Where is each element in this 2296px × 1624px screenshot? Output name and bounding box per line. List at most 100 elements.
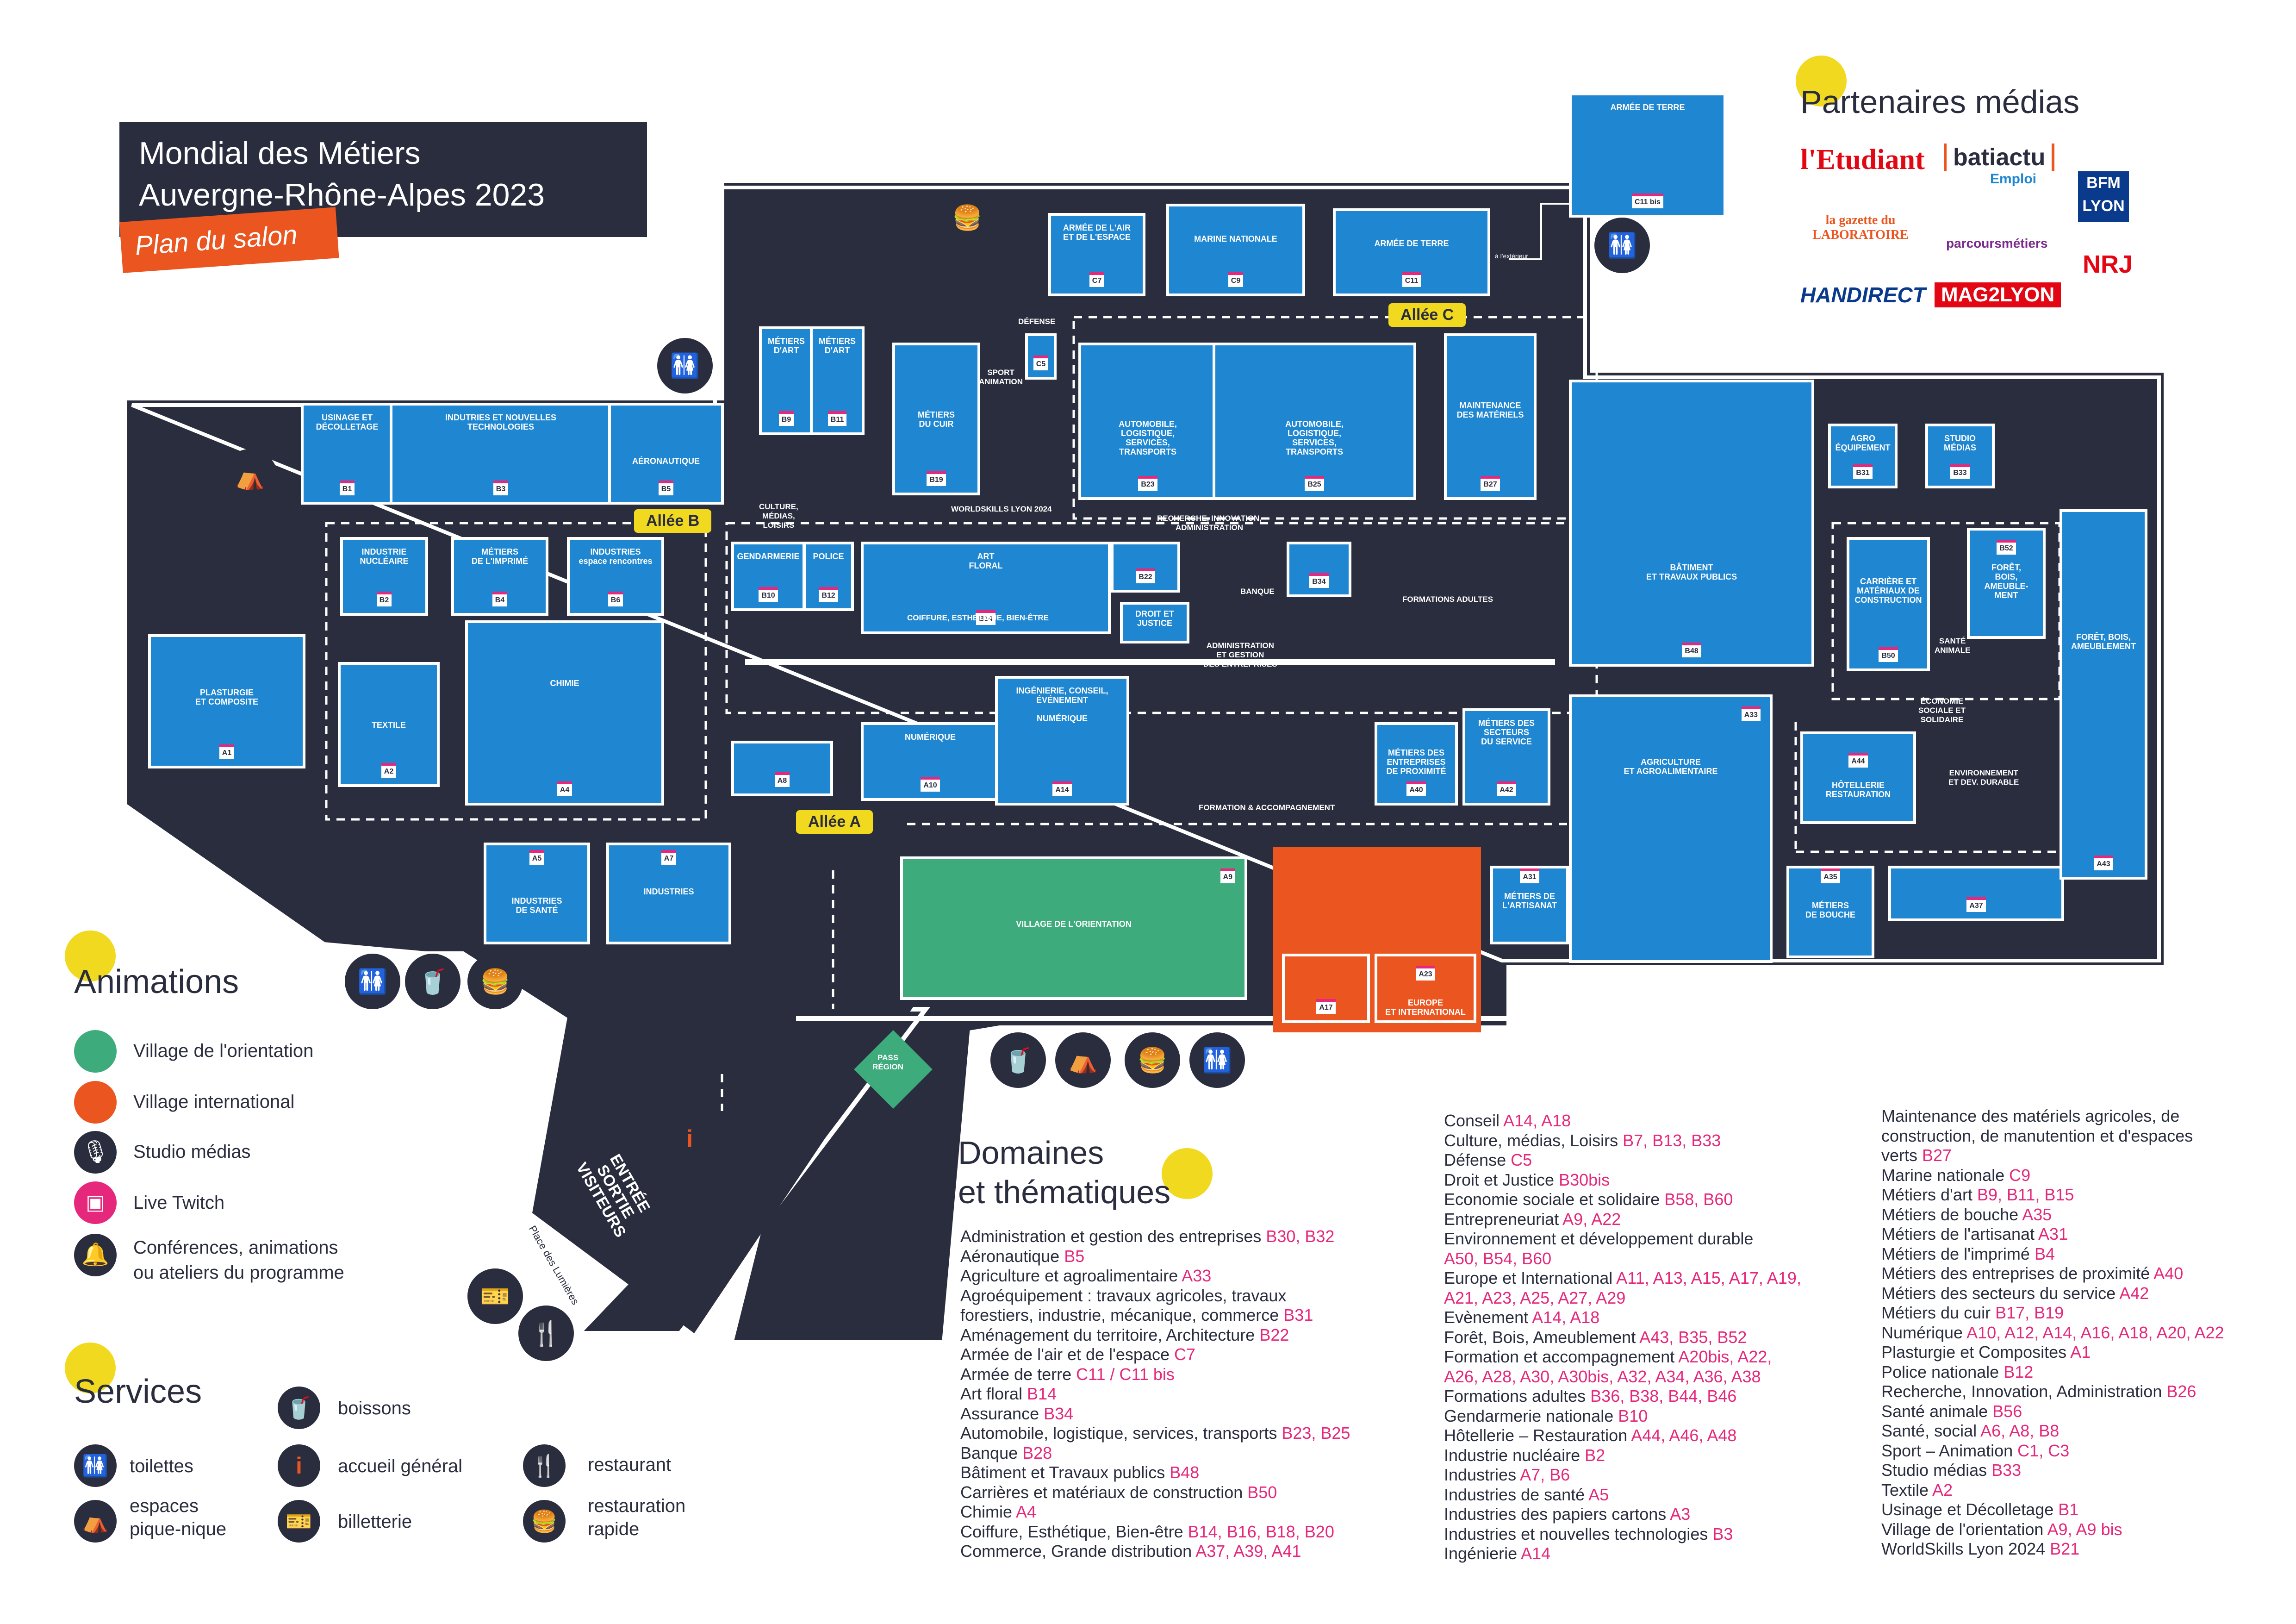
index-entry-codes[interactable]: A44, A46, A48 xyxy=(1631,1426,1737,1445)
logo-batiactu[interactable]: batiactu xyxy=(1944,144,2055,171)
index-entry-codes[interactable]: B50 xyxy=(1247,1482,1277,1502)
index-entry-codes[interactable]: B5 xyxy=(1064,1246,1085,1266)
logo-mag2lyon[interactable]: MAG2LYON xyxy=(1935,282,2061,307)
index-entry-codes[interactable]: B4 xyxy=(2034,1244,2055,1263)
index-entry-codes[interactable]: A50, B54, B60 xyxy=(1444,1249,1552,1268)
logo-letudiant[interactable]: l'Etudiant xyxy=(1800,144,1925,175)
stand-b23[interactable]: AUTOMOBILE, LOGISTIQUE, SERVICES, TRANSP… xyxy=(1078,343,1217,500)
logo-nrj[interactable]: NRJ xyxy=(2083,250,2133,278)
index-entry-codes[interactable]: A3 xyxy=(1670,1505,1691,1524)
index-entry-codes[interactable]: B2 xyxy=(1585,1445,1605,1465)
index-entry-codes[interactable]: A5 xyxy=(1588,1485,1609,1504)
index-entry-codes[interactable]: A14, A18 xyxy=(1503,1111,1571,1130)
index-entry-codes[interactable]: B14, B16, B18, B20 xyxy=(1188,1522,1334,1541)
index-entry-codes[interactable]: A33 xyxy=(1182,1266,1212,1285)
index-entry-codes[interactable]: B10 xyxy=(1618,1406,1648,1425)
index-entry-codes[interactable]: B7, B13, B33 xyxy=(1623,1131,1721,1150)
index-entry-codes[interactable]: A10, A12, A14, A16, A18, A20, A22 xyxy=(1966,1323,2224,1342)
index-entry-codes[interactable]: C9 xyxy=(2009,1165,2031,1185)
index-entry-codes[interactable]: C5 xyxy=(1511,1150,1532,1169)
index-entry-codes[interactable]: A7, B6 xyxy=(1520,1465,1570,1484)
index-entry-codes[interactable]: B31 xyxy=(1283,1305,1313,1324)
stand-b30bis[interactable]: DROIT ET JUSTICE xyxy=(1120,602,1189,643)
stand-b25[interactable]: AUTOMOBILE, LOGISTIQUE, SERVICES, TRANSP… xyxy=(1213,343,1416,500)
index-entry-codes[interactable]: A1 xyxy=(2070,1343,2091,1362)
index-entry-codes[interactable]: A31 xyxy=(2038,1224,2068,1243)
stand-a8[interactable]: A8 xyxy=(731,741,833,796)
index-entry-codes[interactable]: A11, A13, A15, A17, A19, A21, A23, A25, … xyxy=(1444,1268,1801,1307)
index-entry-codes[interactable]: B12 xyxy=(2004,1362,2034,1381)
index-entry-codes[interactable]: B9, B11, B15 xyxy=(1977,1185,2074,1204)
index-entry-codes[interactable]: A40 xyxy=(2153,1264,2184,1283)
index-entry-codes[interactable]: B27 xyxy=(1922,1146,1952,1165)
index-entry-codes[interactable]: C11 / C11 bis xyxy=(1076,1364,1175,1384)
stand-b34[interactable]: B34 xyxy=(1287,542,1351,597)
index-entry-codes[interactable]: C1, C3 xyxy=(2017,1441,2070,1460)
stand-a14[interactable]: INGÉNIERIE, CONSEIL, ÉVÉNEMENT NUMÉRIQUE… xyxy=(995,676,1129,806)
logo-batiactu-emploi[interactable]: Emploi xyxy=(1990,171,2037,187)
stand-b22[interactable]: B22 xyxy=(1111,542,1180,593)
index-entry-codes[interactable]: B56 xyxy=(1992,1401,2022,1421)
index-entry-codes[interactable]: C7 xyxy=(1174,1345,1196,1364)
index-entry-codes[interactable]: B14 xyxy=(1027,1384,1057,1403)
index-entry-codes[interactable]: B34 xyxy=(1044,1404,1074,1423)
index-entry-codes[interactable]: A4 xyxy=(1016,1502,1037,1521)
index-entry-codes[interactable]: B48 xyxy=(1170,1463,1200,1482)
stand-a37[interactable]: A37 xyxy=(1888,866,2064,921)
index-entry-codes[interactable]: B21 xyxy=(2050,1539,2080,1558)
index-entry-codes[interactable]: A9, A9 bis xyxy=(2047,1519,2122,1539)
logo-handirect[interactable]: HANDIRECT xyxy=(1800,283,1926,307)
logo-bfm[interactable]: BFM LYON xyxy=(2078,171,2129,222)
index-entry-codes[interactable]: B30bis xyxy=(1559,1170,1610,1189)
index-entry-codes[interactable]: A37, A39, A41 xyxy=(1195,1542,1301,1561)
index-entry-codes[interactable]: A14 xyxy=(1521,1544,1551,1563)
index-entry-codes[interactable]: A43, B35, B52 xyxy=(1639,1327,1747,1347)
stand-a17[interactable]: A17 xyxy=(1282,954,1370,1023)
index-entry-codes[interactable]: A42 xyxy=(2119,1283,2149,1303)
index-entry-codes[interactable]: B28 xyxy=(1022,1443,1052,1462)
index-entry-codes[interactable]: B33 xyxy=(1991,1461,2022,1480)
index-entry-codes[interactable]: B22 xyxy=(1259,1325,1289,1344)
index-entry-codes[interactable]: B36, B38, B44, B46 xyxy=(1590,1387,1737,1405)
index-entry-codes[interactable]: B3 xyxy=(1712,1524,1733,1543)
logo-parcoursmetiers[interactable]: parcoursmétiers xyxy=(1946,236,2048,250)
index-entry-codes[interactable]: B30, B32 xyxy=(1266,1227,1335,1246)
index-entry-codes[interactable]: A14, A18 xyxy=(1532,1308,1600,1327)
logo-gazette[interactable]: la gazette du LABORATOIRE xyxy=(1812,213,1909,242)
index-entry-codes[interactable]: B1 xyxy=(2058,1500,2079,1519)
index-entry-codes[interactable]: A6, A8, B8 xyxy=(1980,1421,2060,1440)
index-entry-codes[interactable]: A35 xyxy=(2022,1205,2052,1224)
index-entry-codes[interactable]: B17, B19 xyxy=(1995,1303,2064,1322)
index-entry-codes[interactable]: A9, A22 xyxy=(1562,1209,1621,1229)
